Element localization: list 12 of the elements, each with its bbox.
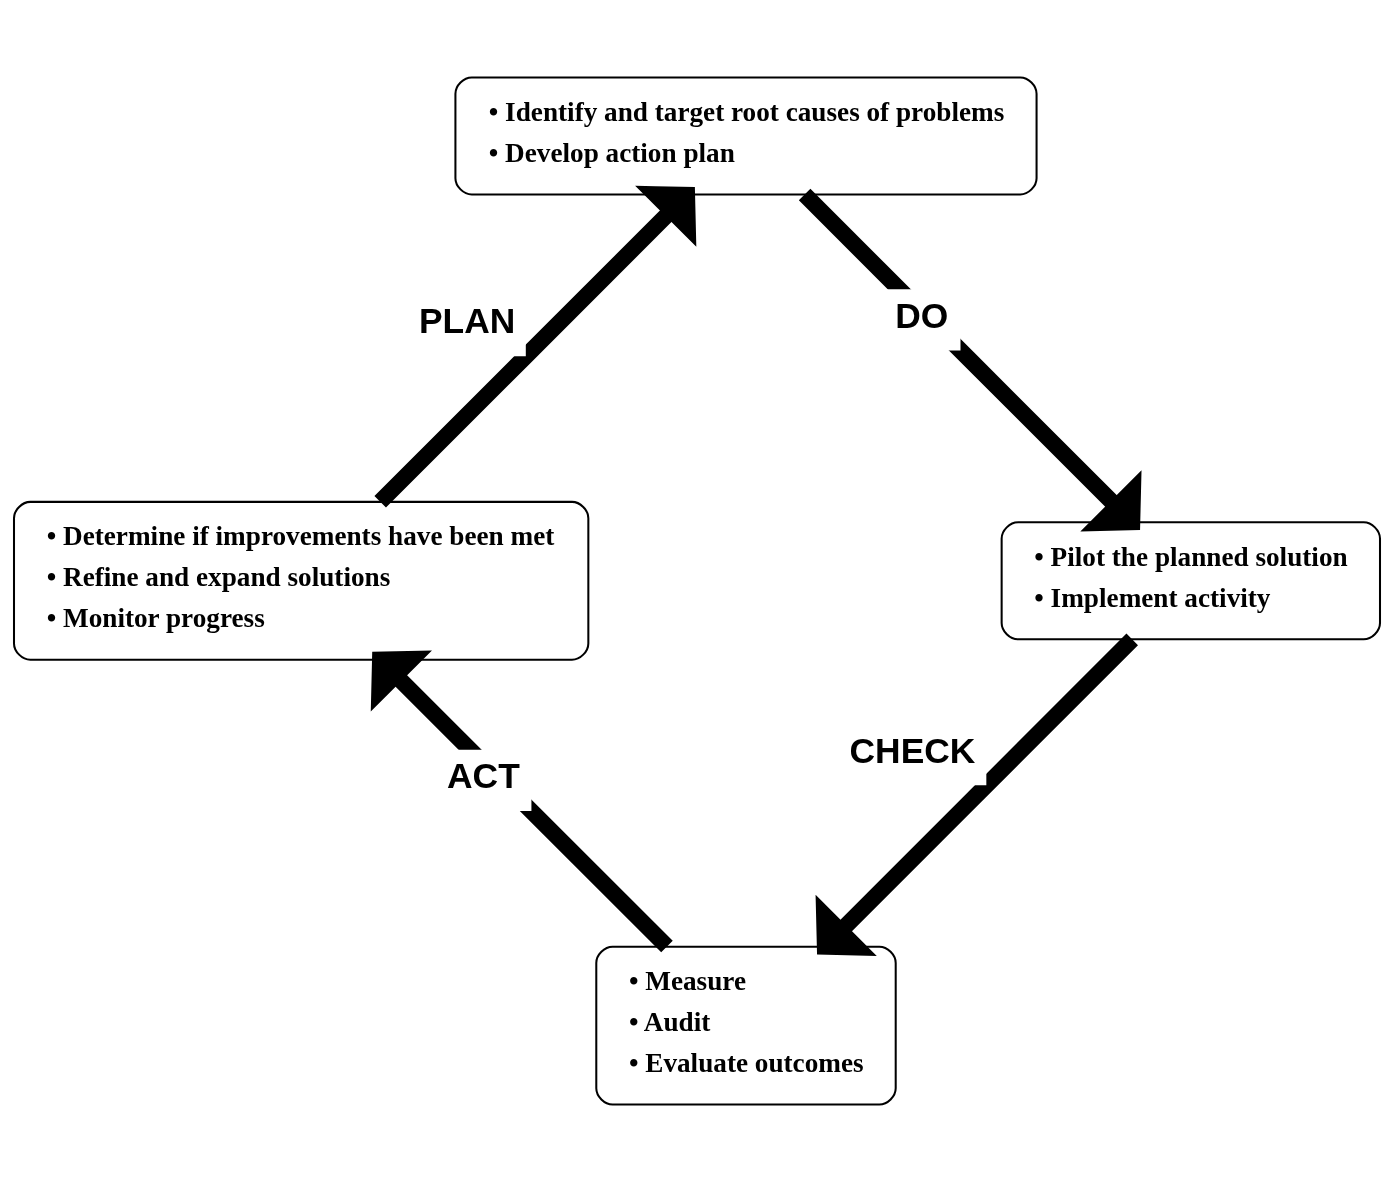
arrow [370, 650, 673, 953]
node-box: • Measure • Audit • Evaluate outcomes [595, 945, 897, 1106]
node-box: • Identify and target root causes of problems • Develop action plan [454, 76, 1038, 196]
arrow [374, 185, 697, 508]
edge-label: ACT [447, 756, 520, 796]
edge-label: PLAN [418, 301, 516, 341]
arrow [815, 633, 1138, 957]
node-box: • Determine if improvements have been met • Refine and expand solutions • Monitor progress [13, 500, 590, 661]
edge-label: CHECK [849, 730, 976, 770]
arrow [798, 188, 1142, 532]
edge-label: DO [895, 295, 949, 335]
node-box: • Pilot the planned solution • Implement activity [1000, 521, 1381, 641]
